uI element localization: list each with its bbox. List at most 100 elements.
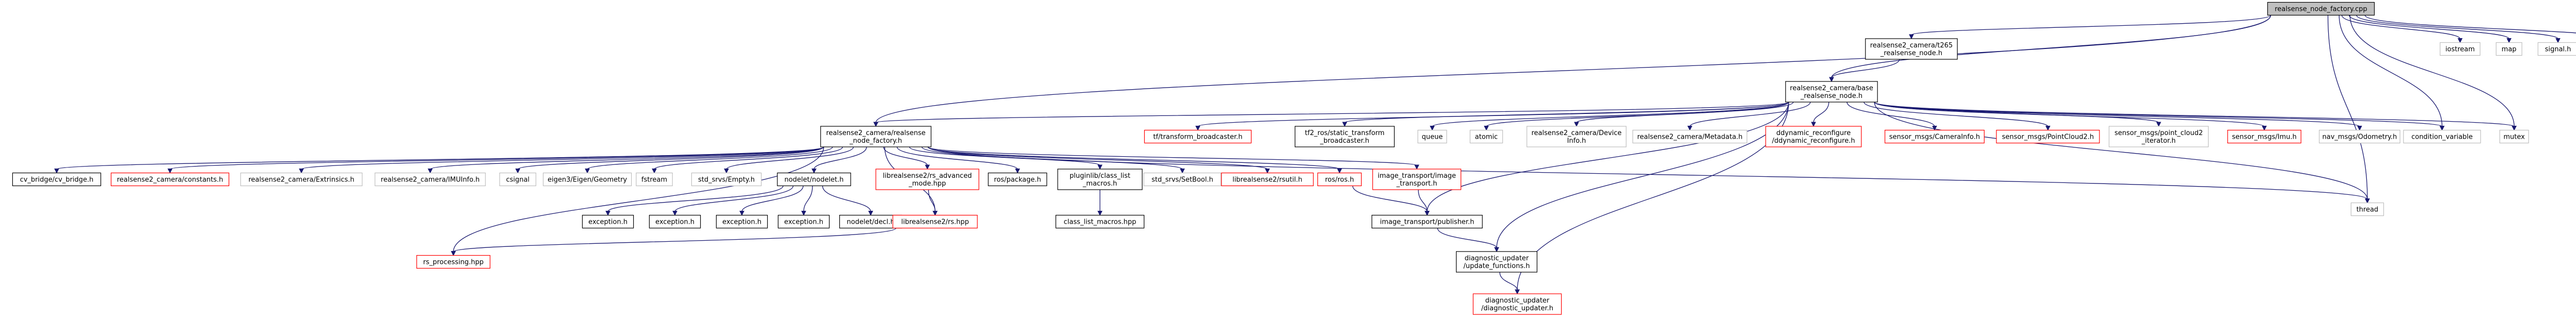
node-rospack[interactable]: ros/package.h bbox=[988, 172, 1047, 187]
node-queue[interactable]: queue bbox=[1417, 129, 1447, 144]
edge-publisher-to-diagfun bbox=[1437, 228, 1499, 253]
node-imgtrans[interactable]: image_transport/image_transport.h bbox=[1372, 169, 1462, 190]
node-label: nav_msgs/Odometry.h bbox=[2323, 133, 2397, 141]
node-diagfun[interactable]: diagnostic_updater/update_functions.h bbox=[1456, 251, 1538, 273]
node-classlistmacros[interactable]: class_list_macros.hpp bbox=[1055, 214, 1145, 229]
node-rosh[interactable]: ros/ros.h bbox=[1317, 172, 1362, 187]
node-rs2hpp[interactable]: librealsense2/rs.hpp bbox=[892, 214, 978, 229]
node-label: sensor_msgs/PointCloud2.h bbox=[2002, 133, 2094, 141]
node-label: ros/package.h bbox=[994, 176, 1041, 184]
node-tfbroad[interactable]: tf/transform_broadcaster.h bbox=[1144, 129, 1252, 144]
node-label: _mode.hpp bbox=[908, 180, 946, 188]
node-pcit[interactable]: sensor_msgs/point_cloud2_iterator.h bbox=[2109, 126, 2209, 147]
node-box bbox=[1765, 126, 1862, 147]
node-tf2static[interactable]: tf2_ros/static_transform_broadcaster.h bbox=[1295, 126, 1395, 147]
node-eigen[interactable]: eigen3/Eigen/Geometry bbox=[543, 172, 632, 187]
node-diagupd[interactable]: diagnostic_updater/diagnostic_updater.h bbox=[1472, 293, 1562, 315]
node-label: _iterator.h bbox=[2141, 137, 2176, 145]
node-advmode[interactable]: librealsense2/rs_advanced_mode.hpp bbox=[875, 169, 979, 190]
node-box bbox=[1865, 38, 1958, 60]
node-cvbridge[interactable]: cv_bridge/cv_bridge.h bbox=[12, 172, 101, 187]
edge-rs2hpp-to-rsproc bbox=[451, 227, 896, 256]
node-odom[interactable]: nav_msgs/Odometry.h bbox=[2319, 129, 2401, 144]
node-box bbox=[1055, 214, 1145, 229]
node-box bbox=[2439, 42, 2481, 56]
edge-l515-to-base bbox=[1829, 59, 1900, 82]
node-map[interactable]: map bbox=[2496, 42, 2522, 56]
node-publisher[interactable]: image_transport/publisher.h bbox=[1371, 214, 1483, 229]
edge-root-to-condvar bbox=[2338, 15, 2445, 131]
edge-base-to-devinfo bbox=[1574, 102, 1794, 127]
node-label: rs_processing.hpp bbox=[423, 259, 484, 266]
node-box bbox=[1221, 172, 1314, 187]
edge-base-to-diagfun bbox=[1494, 102, 1789, 253]
node-imu[interactable]: sensor_msgs/Imu.h bbox=[2227, 129, 2301, 144]
node-box bbox=[820, 126, 931, 147]
node-label: Info.h bbox=[1567, 137, 1586, 145]
node-box bbox=[1527, 126, 1627, 147]
node-box bbox=[111, 172, 230, 187]
node-label: exception.h bbox=[784, 219, 823, 226]
node-setbool[interactable]: std_srvs/SetBool.h bbox=[1143, 172, 1222, 187]
node-dynreconf[interactable]: ddynamic_reconfigure/ddynamic_reconfigur… bbox=[1765, 126, 1862, 147]
node-factory[interactable]: realsense2_camera/realsense_node_factory… bbox=[820, 126, 931, 147]
edge-nodelet-to-nodeletdecl bbox=[822, 186, 873, 216]
node-box bbox=[1057, 169, 1143, 190]
node-box bbox=[2319, 129, 2401, 144]
node-extrinsics[interactable]: realsense2_camera/Extrinsics.h bbox=[240, 172, 363, 187]
node-box bbox=[1785, 81, 1878, 103]
node-csignal[interactable]: csignal bbox=[499, 172, 536, 187]
node-box bbox=[1143, 172, 1222, 187]
node-label: realsense2_camera/Extrinsics.h bbox=[248, 176, 354, 184]
node-constants[interactable]: realsense2_camera/constants.h bbox=[111, 172, 230, 187]
node-box bbox=[2403, 129, 2481, 144]
node-exc4[interactable]: exception.h bbox=[777, 214, 830, 229]
node-box bbox=[240, 172, 363, 187]
node-box bbox=[1456, 251, 1538, 273]
node-label: pluginlib/class_list bbox=[1070, 172, 1130, 180]
node-label: thread bbox=[2357, 206, 2379, 214]
node-base[interactable]: realsense2_camera/base_realsense_node.h bbox=[1785, 81, 1878, 103]
node-atomic[interactable]: atomic bbox=[1469, 129, 1503, 144]
node-label: queue bbox=[1422, 133, 1443, 141]
edge-root-to-l515 bbox=[1909, 14, 2272, 40]
node-mutex[interactable]: mutex bbox=[2499, 129, 2529, 144]
node-fstream[interactable]: fstream bbox=[636, 172, 673, 187]
node-label: std_srvs/Empty.h bbox=[698, 176, 755, 184]
edge-factory-to-csignal bbox=[515, 146, 824, 174]
edge-factory-to-extrinsics bbox=[299, 146, 824, 174]
edge-root-to-mutex bbox=[2349, 15, 2517, 131]
node-pluginlib[interactable]: pluginlib/class_list_macros.h bbox=[1057, 169, 1143, 190]
node-empty[interactable]: std_srvs/Empty.h bbox=[691, 172, 762, 187]
node-caminfo[interactable]: sensor_msgs/CameraInfo.h bbox=[1885, 129, 1985, 144]
node-exc2[interactable]: exception.h bbox=[649, 214, 701, 229]
node-label: ddynamic_reconfigure bbox=[1776, 129, 1851, 137]
node-iostream[interactable]: iostream bbox=[2439, 42, 2481, 56]
edge-factory-to-imgtrans bbox=[927, 146, 1419, 170]
edge-base-to-tf2static bbox=[1342, 102, 1789, 127]
node-thread[interactable]: thread bbox=[2350, 202, 2384, 216]
node-label: _broadcaster.h bbox=[1319, 137, 1369, 145]
node-label: image_transport/image bbox=[1378, 172, 1456, 180]
node-rsutil[interactable]: librealsense2/rsutil.h bbox=[1221, 172, 1314, 187]
node-condvar[interactable]: condition_variable bbox=[2403, 129, 2481, 144]
node-imuinfo[interactable]: realsense2_camera/IMUInfo.h bbox=[375, 172, 486, 187]
node-label: exception.h bbox=[655, 219, 694, 226]
node-nodeletdecl[interactable]: nodelet/decl.h bbox=[839, 214, 902, 229]
node-root[interactable]: realsense_node_factory.cpp bbox=[2267, 2, 2375, 16]
node-exc3[interactable]: exception.h bbox=[716, 214, 768, 229]
node-l515[interactable]: realsense2_camera/t265_realsense_node.h bbox=[1865, 38, 1958, 60]
node-label: realsense2_camera/constants.h bbox=[117, 176, 223, 184]
node-label: sensor_msgs/Imu.h bbox=[2232, 133, 2297, 141]
node-label: _node_factory.h bbox=[849, 137, 902, 145]
node-box bbox=[375, 172, 486, 187]
node-pc2[interactable]: sensor_msgs/PointCloud2.h bbox=[1996, 129, 2100, 144]
node-exc1[interactable]: exception.h bbox=[582, 214, 634, 229]
node-label: signal.h bbox=[2545, 46, 2571, 54]
node-metadata[interactable]: realsense2_camera/Metadata.h bbox=[1632, 129, 1748, 144]
node-nodelet[interactable]: nodelet/nodelet.h bbox=[777, 172, 851, 187]
node-rsproc[interactable]: rs_processing.hpp bbox=[416, 255, 490, 269]
node-signal[interactable]: signal.h bbox=[2537, 42, 2576, 56]
